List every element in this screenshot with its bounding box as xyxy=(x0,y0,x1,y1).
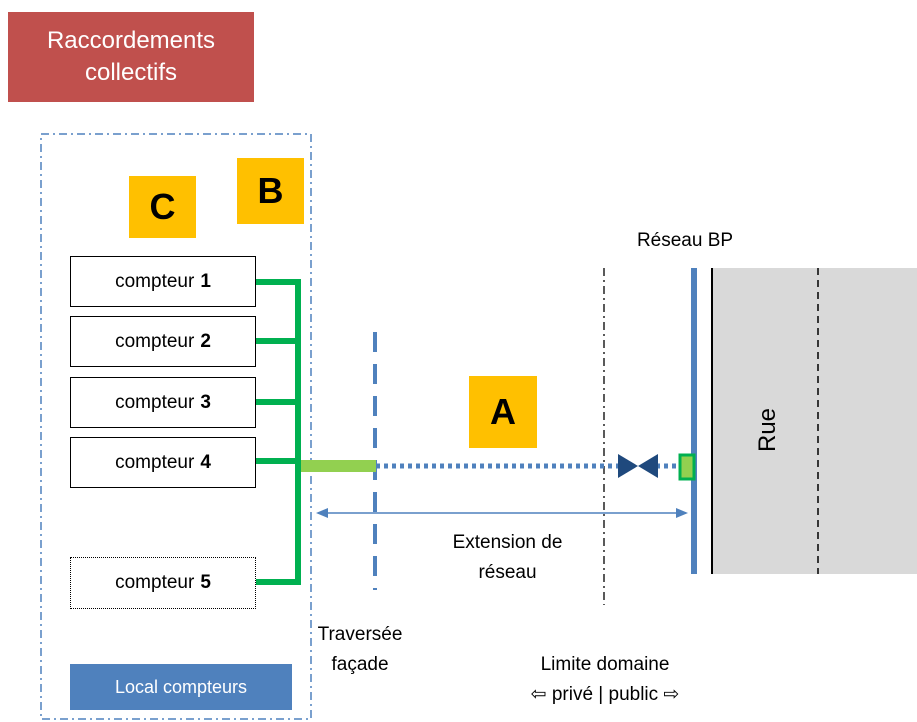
meter-5-number: 5 xyxy=(200,572,211,593)
zone-b: B xyxy=(237,158,304,224)
local-compteurs-label: Local compteurs xyxy=(70,664,292,710)
meter-2-number: 2 xyxy=(200,330,211,352)
meter-3-number: 3 xyxy=(200,391,211,413)
limite-label: Limite domaine ⇦ privé | public ⇨ xyxy=(505,650,705,710)
title-line-2: collectifs xyxy=(84,59,178,86)
extension-label-line-2: réseau xyxy=(478,562,537,583)
arrow-head-left xyxy=(316,508,328,518)
extension-label: Extension de réseau xyxy=(420,528,595,588)
valve-icon xyxy=(618,454,638,478)
traversee-label: Traversée façade xyxy=(300,620,420,680)
zone-a-label: A xyxy=(490,391,516,432)
facade-crossing-pipe xyxy=(301,460,376,472)
road xyxy=(712,268,917,574)
arrow-head-right xyxy=(676,508,688,518)
meter-1-label: compteur xyxy=(115,270,195,292)
meter-4-label: compteur xyxy=(115,451,195,473)
limite-label-line-1: Limite domaine xyxy=(540,654,670,675)
zone-b-label: B xyxy=(257,170,284,211)
zone-a: A xyxy=(469,376,537,448)
meter-5-label: compteur xyxy=(115,572,195,593)
reseau-bp-label: Réseau BP xyxy=(636,230,734,251)
meter-1-number: 1 xyxy=(200,270,211,292)
limite-label-line-2: ⇦ privé | public ⇨ xyxy=(530,684,680,705)
zone-c-label: C xyxy=(149,186,176,227)
traversee-label-line-2: façade xyxy=(331,654,389,675)
title-box: Raccordements collectifs xyxy=(8,12,254,102)
meter-2-label: compteur xyxy=(115,330,195,352)
meter-3-label: compteur xyxy=(115,391,195,413)
valve-icon-right xyxy=(638,454,658,478)
zone-c: C xyxy=(129,176,196,238)
branch-fitting xyxy=(678,453,696,481)
traversee-label-line-1: Traversée xyxy=(317,624,403,645)
rue-label: Rue xyxy=(754,407,781,453)
title-line-1: Raccordements xyxy=(46,27,216,54)
local-compteurs-enclosure xyxy=(40,133,312,720)
meter-4-number: 4 xyxy=(200,451,211,473)
extension-label-line-1: Extension de xyxy=(452,532,563,553)
